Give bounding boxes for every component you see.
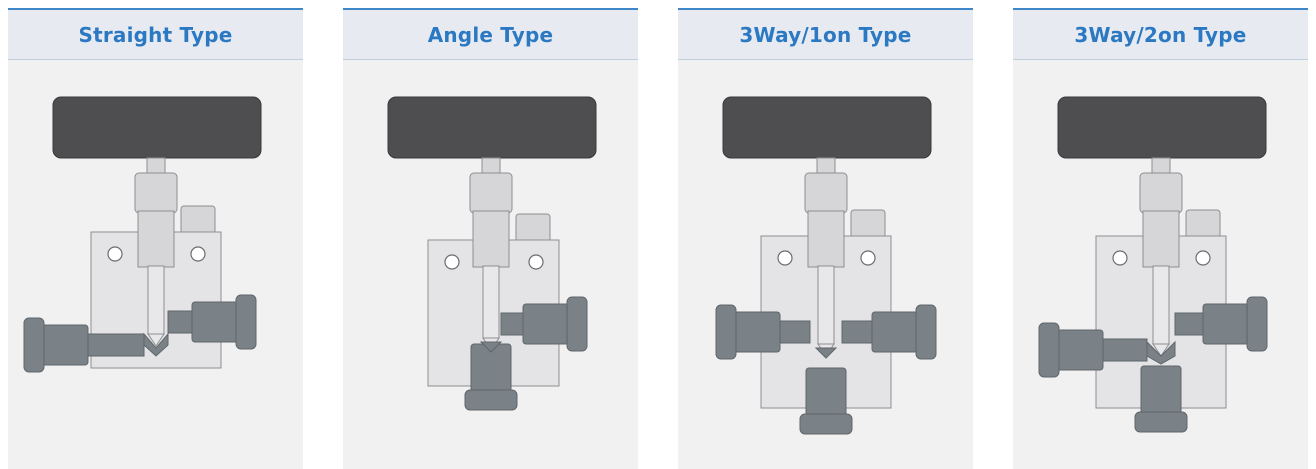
valve-card-straight: Straight Type <box>8 8 303 469</box>
flow-channel <box>1146 340 1176 365</box>
flow-channel <box>814 347 838 359</box>
valve-diagram-3way-2on <box>1013 60 1308 469</box>
needle-stem <box>1152 265 1170 345</box>
valve-card-3way-2on: 3Way/2on Type <box>1013 8 1308 469</box>
angle-valve-svg <box>387 96 597 411</box>
card-title: Straight Type <box>78 22 233 47</box>
bonnet <box>472 210 510 268</box>
port-fitting-icon <box>500 296 588 352</box>
needle-stem <box>147 265 165 335</box>
needle-tip-icon <box>1152 343 1170 357</box>
3way-2on-valve-svg <box>1038 96 1268 433</box>
port-fitting-icon <box>23 317 145 373</box>
bonnet-top <box>134 172 178 214</box>
mounting-hole-icon <box>860 250 876 266</box>
port-fitting-icon <box>464 343 518 411</box>
port-fitting-icon <box>1038 322 1148 378</box>
needle-stem <box>482 265 500 339</box>
bonnet-top <box>469 172 513 214</box>
port-fitting-icon <box>841 304 937 360</box>
valve-card-angle: Angle Type <box>343 8 638 469</box>
handle-knob-icon <box>387 96 597 159</box>
mounting-hole-icon <box>1112 250 1128 266</box>
bonnet <box>807 210 845 268</box>
valve-card-3way-1on: 3Way/1on Type <box>678 8 973 469</box>
card-header: Straight Type <box>8 8 303 60</box>
flow-channel <box>143 332 169 357</box>
valve-diagram-angle <box>343 60 638 469</box>
card-title: Angle Type <box>427 22 554 47</box>
needle-tip-icon <box>147 333 165 347</box>
flow-channel <box>479 341 503 353</box>
port-fitting-icon <box>715 304 811 360</box>
3way-1on-valve-svg <box>715 96 937 435</box>
needle-stem <box>817 265 835 345</box>
card-header: 3Way/2on Type <box>1013 8 1308 60</box>
bonnet <box>137 210 175 268</box>
handle-knob-icon <box>52 96 262 159</box>
handle-neck <box>146 157 166 175</box>
handle-neck <box>1151 157 1171 175</box>
port-fitting-icon <box>167 294 257 350</box>
port-fitting-icon <box>1134 365 1188 433</box>
mounting-hole-icon <box>777 250 793 266</box>
port-fitting-icon <box>799 367 853 435</box>
bonnet <box>1142 210 1180 268</box>
card-header: Angle Type <box>343 8 638 60</box>
handle-neck <box>816 157 836 175</box>
card-header: 3Way/1on Type <box>678 8 973 60</box>
card-title: 3Way/1on Type <box>739 22 912 47</box>
handle-knob-icon <box>1057 96 1267 159</box>
mounting-hole-icon <box>190 246 206 262</box>
mounting-hole-icon <box>107 246 123 262</box>
straight-valve-svg <box>23 96 262 373</box>
card-title: 3Way/2on Type <box>1074 22 1247 47</box>
mounting-hole-icon <box>444 254 460 270</box>
handle-knob-icon <box>722 96 932 159</box>
bonnet-top <box>1139 172 1183 214</box>
valve-diagram-3way-1on <box>678 60 973 469</box>
mounting-hole-icon <box>1195 250 1211 266</box>
port-fitting-icon <box>1174 296 1268 352</box>
bonnet-top <box>804 172 848 214</box>
mounting-hole-icon <box>528 254 544 270</box>
valve-diagram-straight <box>8 60 303 469</box>
handle-neck <box>481 157 501 175</box>
